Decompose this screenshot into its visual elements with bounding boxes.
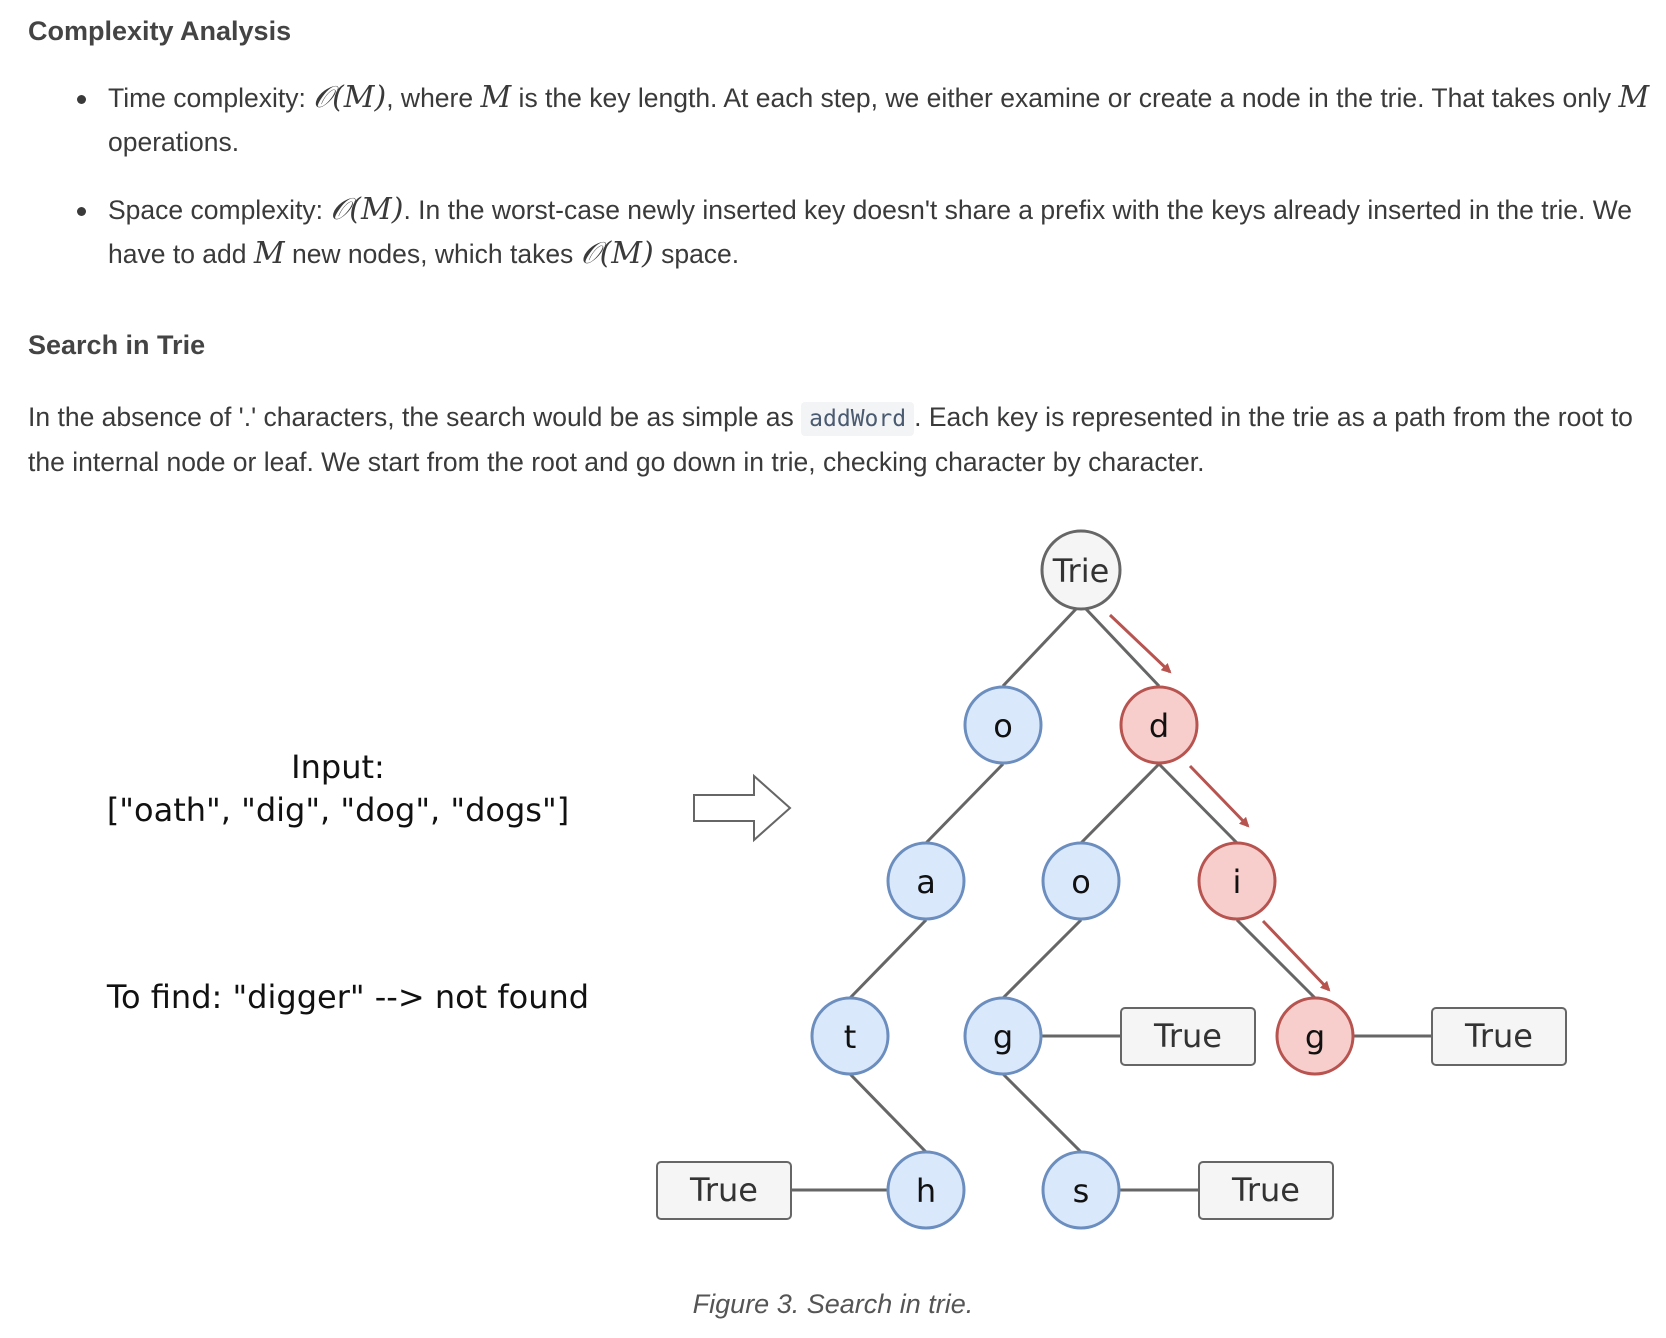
- node-a: [886, 841, 966, 921]
- node-a-label: a: [916, 863, 936, 901]
- addword-code: addWord: [801, 402, 915, 436]
- time-label: Time complexity:: [108, 83, 314, 113]
- node-g1-label: g: [993, 1018, 1013, 1056]
- end-box-dog-label: True: [1153, 1017, 1222, 1055]
- edge-o-a: [924, 762, 1005, 845]
- find-text: To find: "digger" --> not found: [106, 978, 589, 1016]
- node-h-label: h: [916, 1172, 936, 1210]
- input-label: Input:: [291, 748, 385, 786]
- node-g2: [1275, 996, 1355, 1076]
- input-arrow: [693, 773, 792, 843]
- edge-g-s: [1001, 1072, 1083, 1154]
- node-o1: [963, 685, 1043, 765]
- node-g1: [963, 996, 1043, 1076]
- node-o1-label: o: [993, 707, 1013, 745]
- space-text-3: space.: [653, 239, 740, 269]
- node-t: [810, 996, 890, 1076]
- path-arrow-3: [1261, 919, 1331, 992]
- end-box-dig: [1431, 1007, 1567, 1066]
- time-text-2: is the key length. At each step, we eith…: [511, 83, 1619, 113]
- node-i-label: i: [1233, 863, 1242, 901]
- space-var: M: [253, 236, 285, 271]
- end-box-dogs-label: True: [1231, 1171, 1300, 1209]
- node-d: [1119, 685, 1199, 765]
- time-text-3: operations.: [108, 127, 240, 157]
- node-root: [1040, 529, 1122, 611]
- space-complexity-item: Space complexity: 𝒪(M). In the worst-cas…: [70, 188, 1650, 276]
- edge-o-g: [1001, 918, 1083, 1000]
- input-words: ["oath", "dig", "dog", "dogs"]: [107, 791, 569, 829]
- search-text-after: . Each key is represented in the trie as…: [28, 402, 1633, 477]
- space-notation: 𝒪(M): [330, 192, 404, 227]
- time-complexity-item: Time complexity: 𝒪(M), where M is the ke…: [70, 76, 1650, 164]
- time-notation: 𝒪(M): [313, 80, 387, 115]
- path-arrow-2: [1188, 764, 1250, 828]
- edge-root-o: [1001, 607, 1078, 688]
- end-box-dog: [1120, 1007, 1256, 1066]
- figure-caption: Figure 3. Search in trie.: [692, 1289, 974, 1319]
- edge-root-d: [1084, 607, 1161, 688]
- node-t-label: t: [844, 1018, 857, 1056]
- complexity-heading: Complexity Analysis: [28, 16, 292, 46]
- path-arrow-1: [1108, 613, 1172, 674]
- node-h: [886, 1150, 966, 1230]
- search-paragraph: In the absence of '.' characters, the se…: [28, 396, 1648, 484]
- space-label: Space complexity:: [108, 195, 331, 225]
- search-heading: Search in Trie: [28, 330, 206, 360]
- search-text-before: In the absence of '.' characters, the se…: [28, 402, 802, 432]
- end-box-dig-label: True: [1464, 1017, 1533, 1055]
- complexity-list: Time complexity: 𝒪(M), where M is the ke…: [70, 76, 1650, 276]
- node-o2: [1041, 841, 1121, 921]
- space-text-1: . In the worst-case newly inserted key d…: [108, 195, 1633, 269]
- node-i: [1197, 841, 1277, 921]
- edge-a-t: [848, 918, 928, 1000]
- space-text-2: new nodes, which takes: [284, 239, 581, 269]
- time-var-2: M: [1618, 80, 1650, 115]
- edge-d-i: [1157, 762, 1239, 845]
- edge-i-g: [1235, 918, 1317, 1000]
- end-box-oath: [656, 1161, 792, 1220]
- end-box-dogs: [1198, 1161, 1334, 1220]
- node-d-label: d: [1149, 707, 1169, 745]
- trie-search-diagram: Input: ["oath", "dig", "dog", "dogs"] To…: [106, 529, 1567, 1230]
- node-g2-label: g: [1305, 1018, 1325, 1056]
- node-o2-label: o: [1071, 863, 1091, 901]
- edge-t-h: [848, 1072, 928, 1154]
- node-root-label: Trie: [1052, 552, 1110, 590]
- time-var: M: [480, 80, 512, 115]
- node-s-label: s: [1073, 1172, 1090, 1210]
- time-text-1: , where: [386, 83, 481, 113]
- edge-d-o: [1079, 762, 1161, 845]
- space-notation-2: 𝒪(M): [580, 236, 654, 271]
- node-s: [1041, 1150, 1121, 1230]
- end-box-oath-label: True: [689, 1171, 758, 1209]
